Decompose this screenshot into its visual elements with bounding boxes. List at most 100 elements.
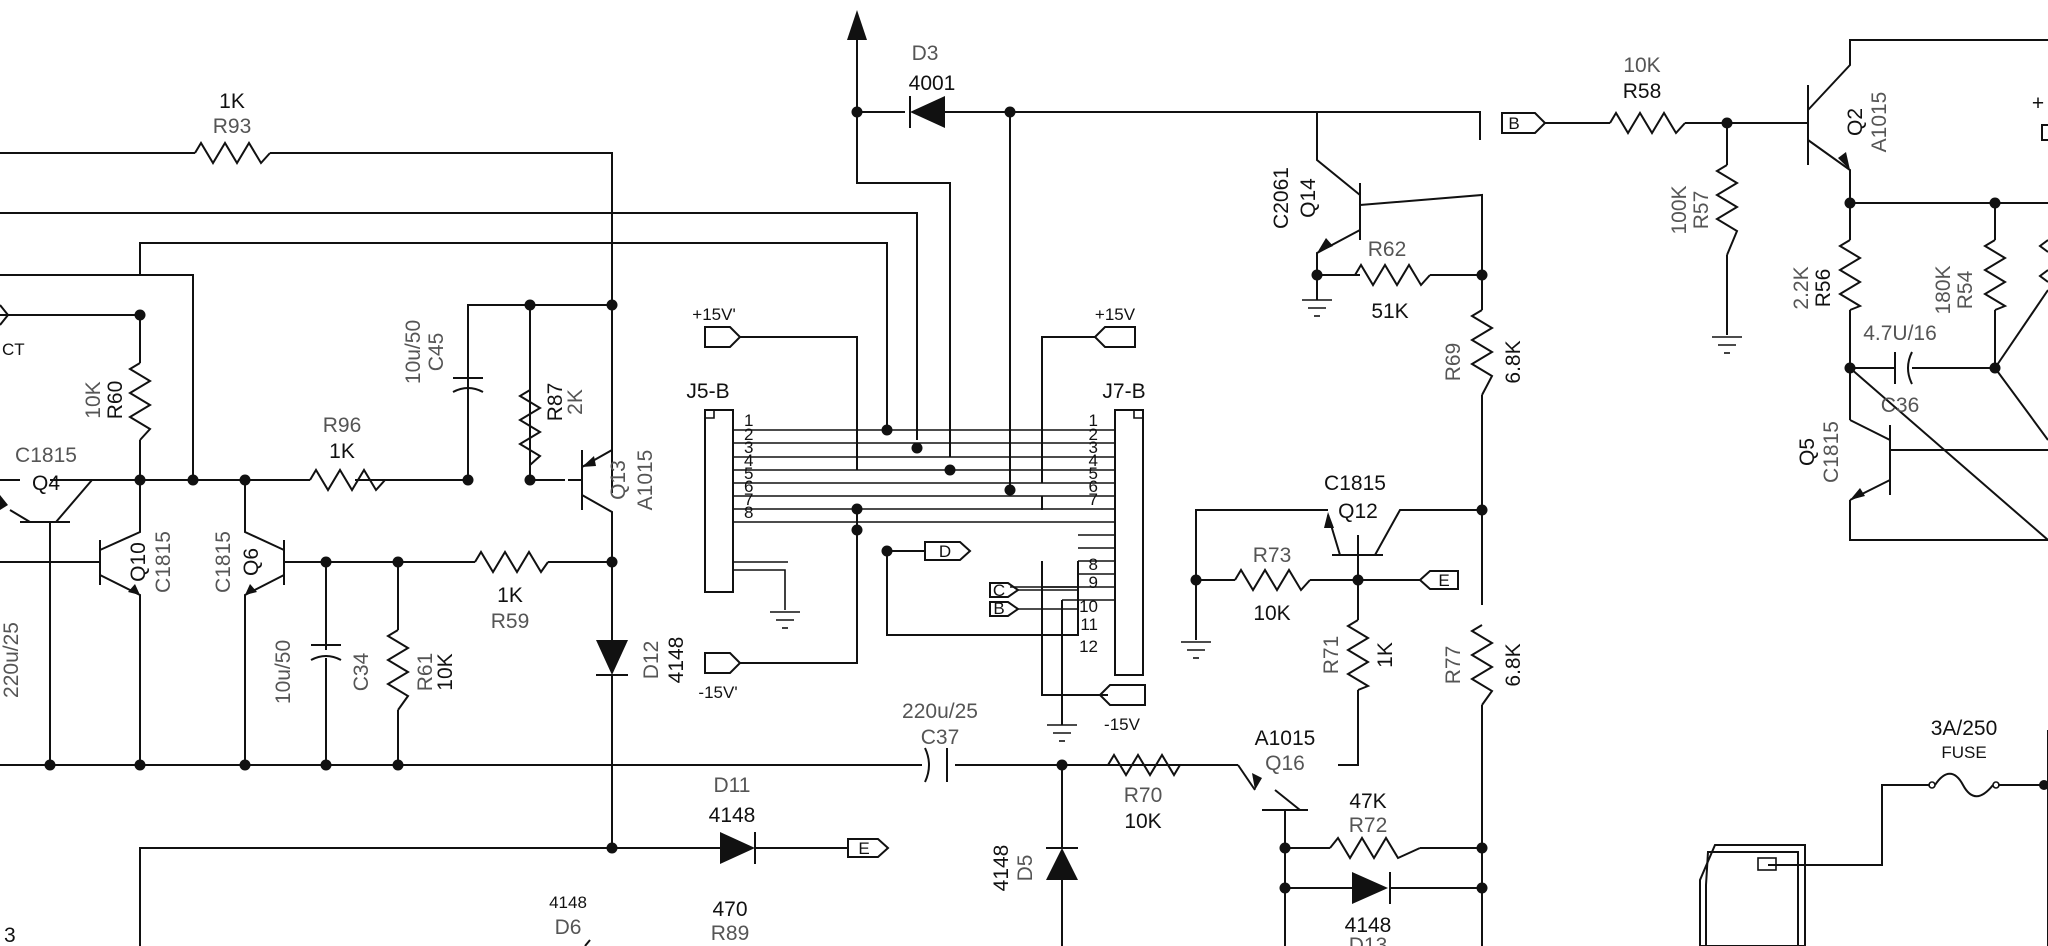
resistor-r62: R62 51K bbox=[1317, 238, 1431, 323]
r73-ref: R73 bbox=[1253, 544, 1292, 567]
j7-pin: 8 bbox=[1089, 555, 1098, 574]
rail-plus15-left: +15V' bbox=[692, 305, 742, 348]
r57-value: 100K bbox=[1668, 185, 1691, 234]
resistor-r61: R61 10K bbox=[386, 629, 457, 711]
c37-ref: C37 bbox=[921, 726, 960, 749]
diode-d5: 4148 D5 bbox=[990, 845, 1078, 891]
d12-part: 4148 bbox=[665, 637, 688, 684]
cleft-value: 220u/25 bbox=[0, 622, 23, 698]
resistor-r73: R73 10K bbox=[1234, 544, 1311, 625]
j7-pin: 9 bbox=[1089, 573, 1098, 592]
capacitor-c34: 10u/50 C34 bbox=[272, 562, 373, 704]
rail-plus15-right: +15V bbox=[1093, 305, 1136, 348]
transistor-q14: C2061 Q14 bbox=[1270, 167, 1333, 253]
c36-value: 4.7U/16 bbox=[1863, 322, 1937, 345]
q10-part: C1815 bbox=[152, 531, 175, 593]
resistor-r87: R87 2K bbox=[518, 305, 587, 466]
rail-minus15-left: -15V' bbox=[698, 652, 742, 702]
c45-value: 10u/50 bbox=[402, 320, 425, 384]
r56-ref: R56 bbox=[1812, 269, 1835, 308]
q14-ref: Q14 bbox=[1297, 178, 1320, 218]
resistor-r89: 470 R89 bbox=[711, 898, 750, 945]
j7-pin: 10 bbox=[1079, 597, 1098, 616]
capacitor-c36: 4.7U/16 C36 bbox=[1863, 322, 1937, 417]
d3-ref: D3 bbox=[912, 42, 939, 65]
r62-value: 51K bbox=[1371, 300, 1408, 323]
q12-ref: Q12 bbox=[1338, 500, 1378, 523]
transistor-q4: C1815 Q4 bbox=[0, 444, 93, 523]
port-d: D bbox=[924, 541, 972, 561]
q13-ref: Q13 bbox=[607, 460, 630, 500]
transistor-q16: A1015 Q16 bbox=[1252, 727, 1315, 790]
q10-ref: Q10 bbox=[127, 542, 150, 582]
port-b1-label: B bbox=[1508, 114, 1519, 133]
d13-ref: D13 bbox=[1349, 934, 1388, 946]
d5-ref: D5 bbox=[1014, 855, 1037, 882]
r61-value: 10K bbox=[434, 653, 457, 690]
diode-d11: D11 4148 bbox=[709, 774, 756, 864]
resistor-r71: R71 1K bbox=[1320, 619, 1397, 691]
j5-pin: 4 bbox=[744, 451, 753, 470]
resistor-r96: R96 1K bbox=[245, 414, 468, 492]
transistor-q12: C1815 Q12 bbox=[1324, 472, 1386, 528]
edge-num: 3 bbox=[4, 924, 16, 946]
port-d-label: D bbox=[939, 542, 951, 561]
wires bbox=[0, 39, 2048, 946]
resistor-r59: 1K R59 bbox=[474, 550, 549, 633]
r89-value: 470 bbox=[712, 898, 747, 921]
rail-p15b: +15V bbox=[1095, 305, 1136, 324]
rail-n15a: -15V' bbox=[698, 683, 737, 702]
port-b-r58: B bbox=[1501, 112, 1547, 134]
q6-ref: Q6 bbox=[240, 548, 263, 576]
j5-pin: 5 bbox=[744, 464, 753, 483]
r71-value: 1K bbox=[1374, 642, 1397, 668]
j7-pin: 11 bbox=[1080, 615, 1098, 634]
capacitor-left: 220u/25 bbox=[0, 622, 23, 698]
port-c-label: C bbox=[993, 581, 1005, 600]
r60-value: 10K bbox=[82, 381, 105, 418]
r69-ref: R69 bbox=[1442, 343, 1465, 382]
fuse-label: FUSE bbox=[1941, 743, 1986, 762]
transistor-q5: Q5 C1815 bbox=[1796, 421, 1865, 500]
port-b-left: B bbox=[989, 599, 1078, 618]
c45-ref: C45 bbox=[425, 333, 448, 372]
rail-minus15-right: -15V bbox=[1042, 684, 1146, 734]
left-edge: CT 3 bbox=[0, 304, 25, 946]
c37-value: 220u/25 bbox=[902, 700, 978, 723]
port-e2-label: E bbox=[858, 839, 869, 858]
r96-value: 1K bbox=[329, 440, 355, 463]
resistor-r69: R69 6.8K bbox=[1442, 309, 1525, 396]
resistor-r57: 100K R57 bbox=[1668, 164, 1739, 256]
c34-value: 10u/50 bbox=[272, 640, 295, 704]
port-b2-label: B bbox=[993, 599, 1004, 618]
transistor-q13: Q13 A1015 bbox=[582, 450, 657, 510]
ground-symbols bbox=[770, 299, 1742, 742]
rail-n15b: -15V bbox=[1104, 715, 1141, 734]
q6-part: C1815 bbox=[212, 531, 235, 593]
j7-pin: 4 bbox=[1089, 451, 1098, 470]
j7-pin: 2 bbox=[1089, 425, 1098, 444]
r62-ref: R62 bbox=[1368, 238, 1407, 261]
j7-ref: J7-B bbox=[1102, 380, 1145, 403]
r57-ref: R57 bbox=[1690, 191, 1713, 230]
j5-pin: 7 bbox=[744, 490, 753, 509]
connector-j5: J5-B 1 2 3 4 5 6 7 8 bbox=[686, 380, 753, 593]
q16-ref: Q16 bbox=[1265, 752, 1305, 775]
r77-value: 6.8K bbox=[1502, 643, 1525, 686]
rail-plus: + bbox=[2032, 92, 2044, 115]
q14-part: C2061 bbox=[1270, 167, 1293, 229]
r77-ref: R77 bbox=[1442, 646, 1465, 685]
r89-ref: R89 bbox=[711, 922, 750, 945]
r93-value: 1K bbox=[219, 90, 245, 113]
resistor-r72: 47K R72 bbox=[1329, 790, 1421, 860]
r60-ref: R60 bbox=[104, 381, 127, 420]
j7-pin: 5 bbox=[1089, 464, 1098, 483]
r61-ref: R61 bbox=[414, 653, 437, 692]
j7-pin: 1 bbox=[1089, 411, 1098, 430]
fuse: 3A/250 FUSE bbox=[1928, 717, 2000, 798]
r72-value: 47K bbox=[1349, 790, 1386, 813]
r71-ref: R71 bbox=[1320, 636, 1343, 675]
resistor-r77: R77 6.8K bbox=[1442, 624, 1525, 706]
resistor-r58: 10K R58 bbox=[1609, 54, 1686, 135]
ac-socket-outline bbox=[1699, 844, 1806, 946]
